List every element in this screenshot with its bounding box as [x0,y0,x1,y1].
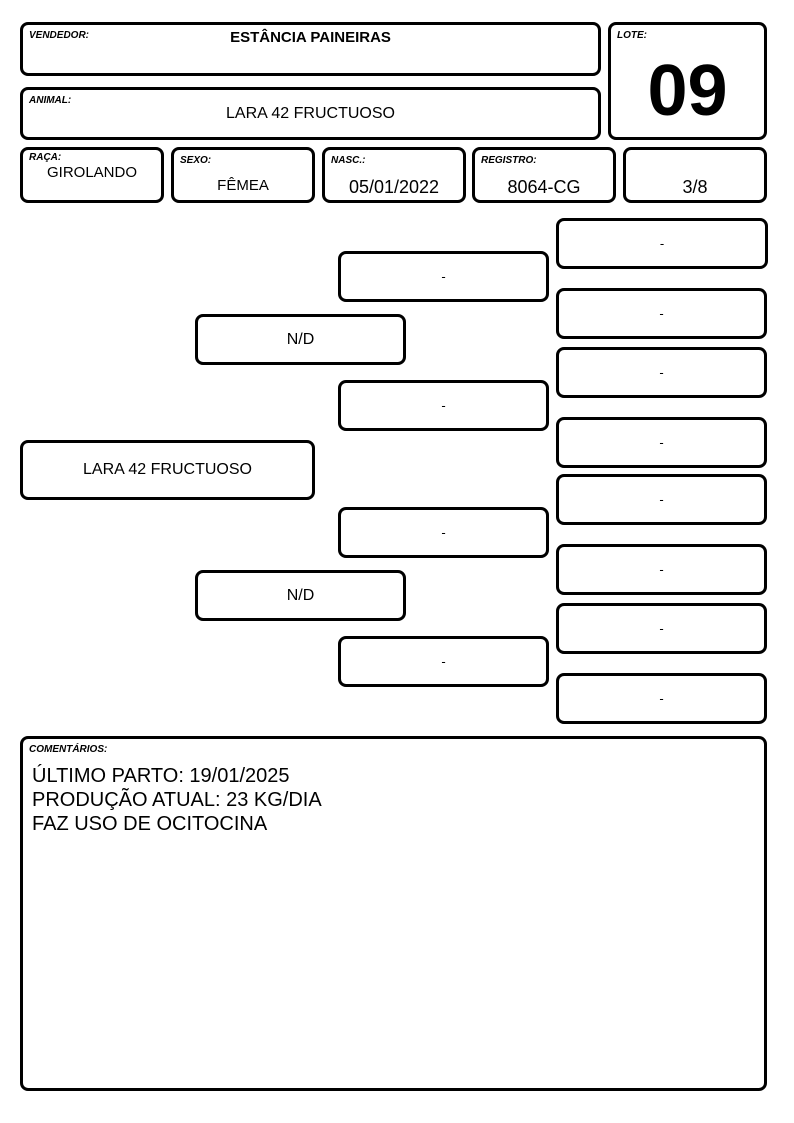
blood-fraction-box: 3/8 [623,147,767,203]
lot-label: LOTE: [617,30,647,41]
pedigree-sire-sire: - [338,251,549,302]
vendor-value: ESTÂNCIA PAINEIRAS [230,29,391,46]
pedigree-gen3-3: - [556,347,767,398]
animal-label: ANIMAL: [29,95,72,106]
birth-date-value: 05/01/2022 [348,177,440,197]
pedigree-gen3-5: - [556,474,767,525]
sex-value: FÊMEA [217,177,269,194]
pedigree-gen3-8: - [556,673,767,724]
vendor-label: VENDEDOR: [29,30,90,41]
blood-fraction-value: 3/8 [682,177,708,197]
pedigree-dam: N/D [195,570,406,621]
pedigree-gen3-1: - [556,218,768,269]
sex-box: SEXO: FÊMEA [171,147,315,203]
vendor-box: VENDEDOR: ESTÂNCIA PAINEIRAS [20,22,601,76]
breed-box: RAÇA: GIROLANDO [20,147,164,203]
pedigree-animal: LARA 42 FRUCTUOSO [20,440,315,500]
comments-body: ÚLTIMO PARTO: 19/01/2025 PRODUÇÃO ATUAL:… [32,764,322,836]
registry-box: REGISTRO: 8064-CG [472,147,616,203]
sex-label: SEXO: [180,155,212,166]
pedigree-dam-dam: - [338,636,549,687]
animal-value: LARA 42 FRUCTUOSO [226,105,395,122]
comment-line: FAZ USO DE OCITOCINA [32,813,268,835]
pedigree-gen3-4: - [556,417,767,468]
comment-line: ÚLTIMO PARTO: 19/01/2025 [32,765,290,787]
registry-value: 8064-CG [507,177,581,197]
comments-label: COMENTÁRIOS: [29,744,108,755]
pedigree-gen3-6: - [556,544,767,595]
registry-label: REGISTRO: [481,155,537,166]
breed-value: GIROLANDO [46,164,137,181]
lot-box: LOTE: 09 [608,22,767,140]
pedigree-gen3-2: - [556,288,767,339]
animal-box: ANIMAL: LARA 42 FRUCTUOSO [20,87,601,140]
birth-date-label: NASC.: [331,155,366,166]
comments-box: COMENTÁRIOS: ÚLTIMO PARTO: 19/01/2025 PR… [20,736,767,1091]
pedigree-dam-sire: - [338,507,549,558]
breed-label: RAÇA: [29,152,62,163]
comment-line: PRODUÇÃO ATUAL: 23 KG/DIA [32,789,322,811]
lot-number: 09 [647,51,728,131]
pedigree-sire: N/D [195,314,406,365]
birth-date-box: NASC.: 05/01/2022 [322,147,466,203]
pedigree-gen3-7: - [556,603,767,654]
pedigree-sire-dam: - [338,380,549,431]
